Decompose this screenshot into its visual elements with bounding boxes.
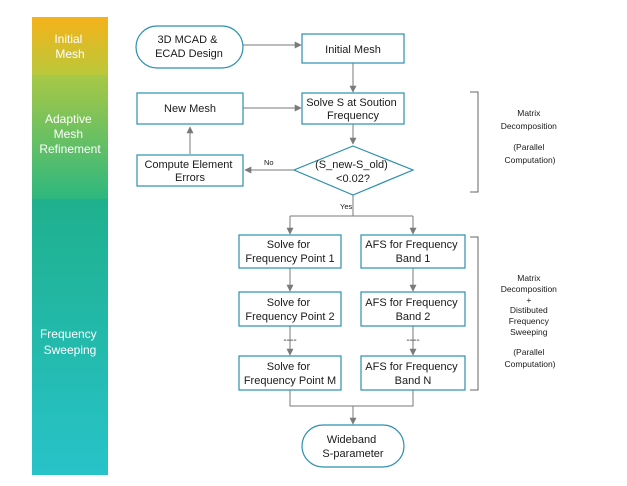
edge-label-yes: Yes — [340, 202, 352, 211]
node-afs-bn-label: AFS for Frequency Band N — [365, 361, 460, 387]
node-design: 3D MCAD & ECAD Design — [135, 25, 244, 69]
node-afs-b2: AFS for Frequency Band 2 — [360, 291, 466, 327]
node-solve: Solve S at Soution Frequency — [301, 92, 405, 125]
node-compute-errors: Compute Element Errors — [136, 154, 244, 187]
edges — [186, 41, 417, 425]
edge-label-no: No — [264, 158, 274, 167]
node-wideband: Wideband S-parameter — [301, 424, 405, 468]
note-top: Matrix Decomposition (Parallel Computati… — [501, 108, 560, 165]
node-solve-fm-label: Solve for Frequency Point M — [244, 361, 336, 387]
node-wideband-label: Wideband S-parameter — [322, 434, 383, 460]
stage-label-frequency-sweeping: Frequency Sweeping — [40, 327, 100, 357]
node-initial-mesh-label: Initial Mesh — [325, 44, 381, 56]
node-solve-f2-label: Solve for Frequency Point 2 — [245, 297, 334, 323]
node-initial-mesh: Initial Mesh — [301, 33, 405, 64]
node-compute-errors-label: Compute Element Errors — [144, 159, 235, 184]
node-afs-b1: AFS for Frequency Band 1 — [360, 234, 466, 269]
bracket-bottom — [470, 236, 479, 391]
node-afs-b1-label: AFS for Frequency Band 1 — [365, 239, 460, 265]
node-solve-label: Solve S at Soution Frequency — [306, 97, 400, 122]
node-solve-f1: Solve for Frequency Point 1 — [238, 234, 342, 269]
node-new-mesh: New Mesh — [136, 92, 244, 125]
stage-label-adaptive-mesh-refinement: Adaptive Mesh Refinement — [39, 112, 101, 156]
edge-merge — [289, 390, 414, 407]
ellipsis-right: ---- — [406, 335, 419, 346]
stage-label-initial-mesh: Initial Mesh — [54, 32, 85, 61]
node-decision-label: (S_new-S_old) <0.02? — [315, 159, 391, 185]
node-decision: (S_new-S_old) <0.02? — [292, 145, 415, 196]
node-solve-fm: Solve for Frequency Point M — [238, 355, 342, 391]
stage-bar-initial-mesh — [32, 17, 108, 75]
stage-bar-frequency-sweeping — [32, 199, 108, 475]
node-solve-f1-label: Solve for Frequency Point 1 — [245, 239, 334, 265]
node-design-label: 3D MCAD & ECAD Design — [155, 34, 223, 60]
bracket-top — [470, 91, 479, 193]
node-afs-b2-label: AFS for Frequency Band 2 — [365, 297, 460, 323]
stage-bar-adaptive-mesh-refinement — [32, 75, 108, 199]
node-solve-f2: Solve for Frequency Point 2 — [238, 291, 342, 327]
node-afs-bn: AFS for Frequency Band N — [360, 355, 466, 391]
node-new-mesh-label: New Mesh — [164, 103, 216, 115]
ellipsis-left: ---- — [283, 335, 296, 346]
note-bottom: Matrix Decomposition + Distibuted Freque… — [501, 273, 560, 369]
